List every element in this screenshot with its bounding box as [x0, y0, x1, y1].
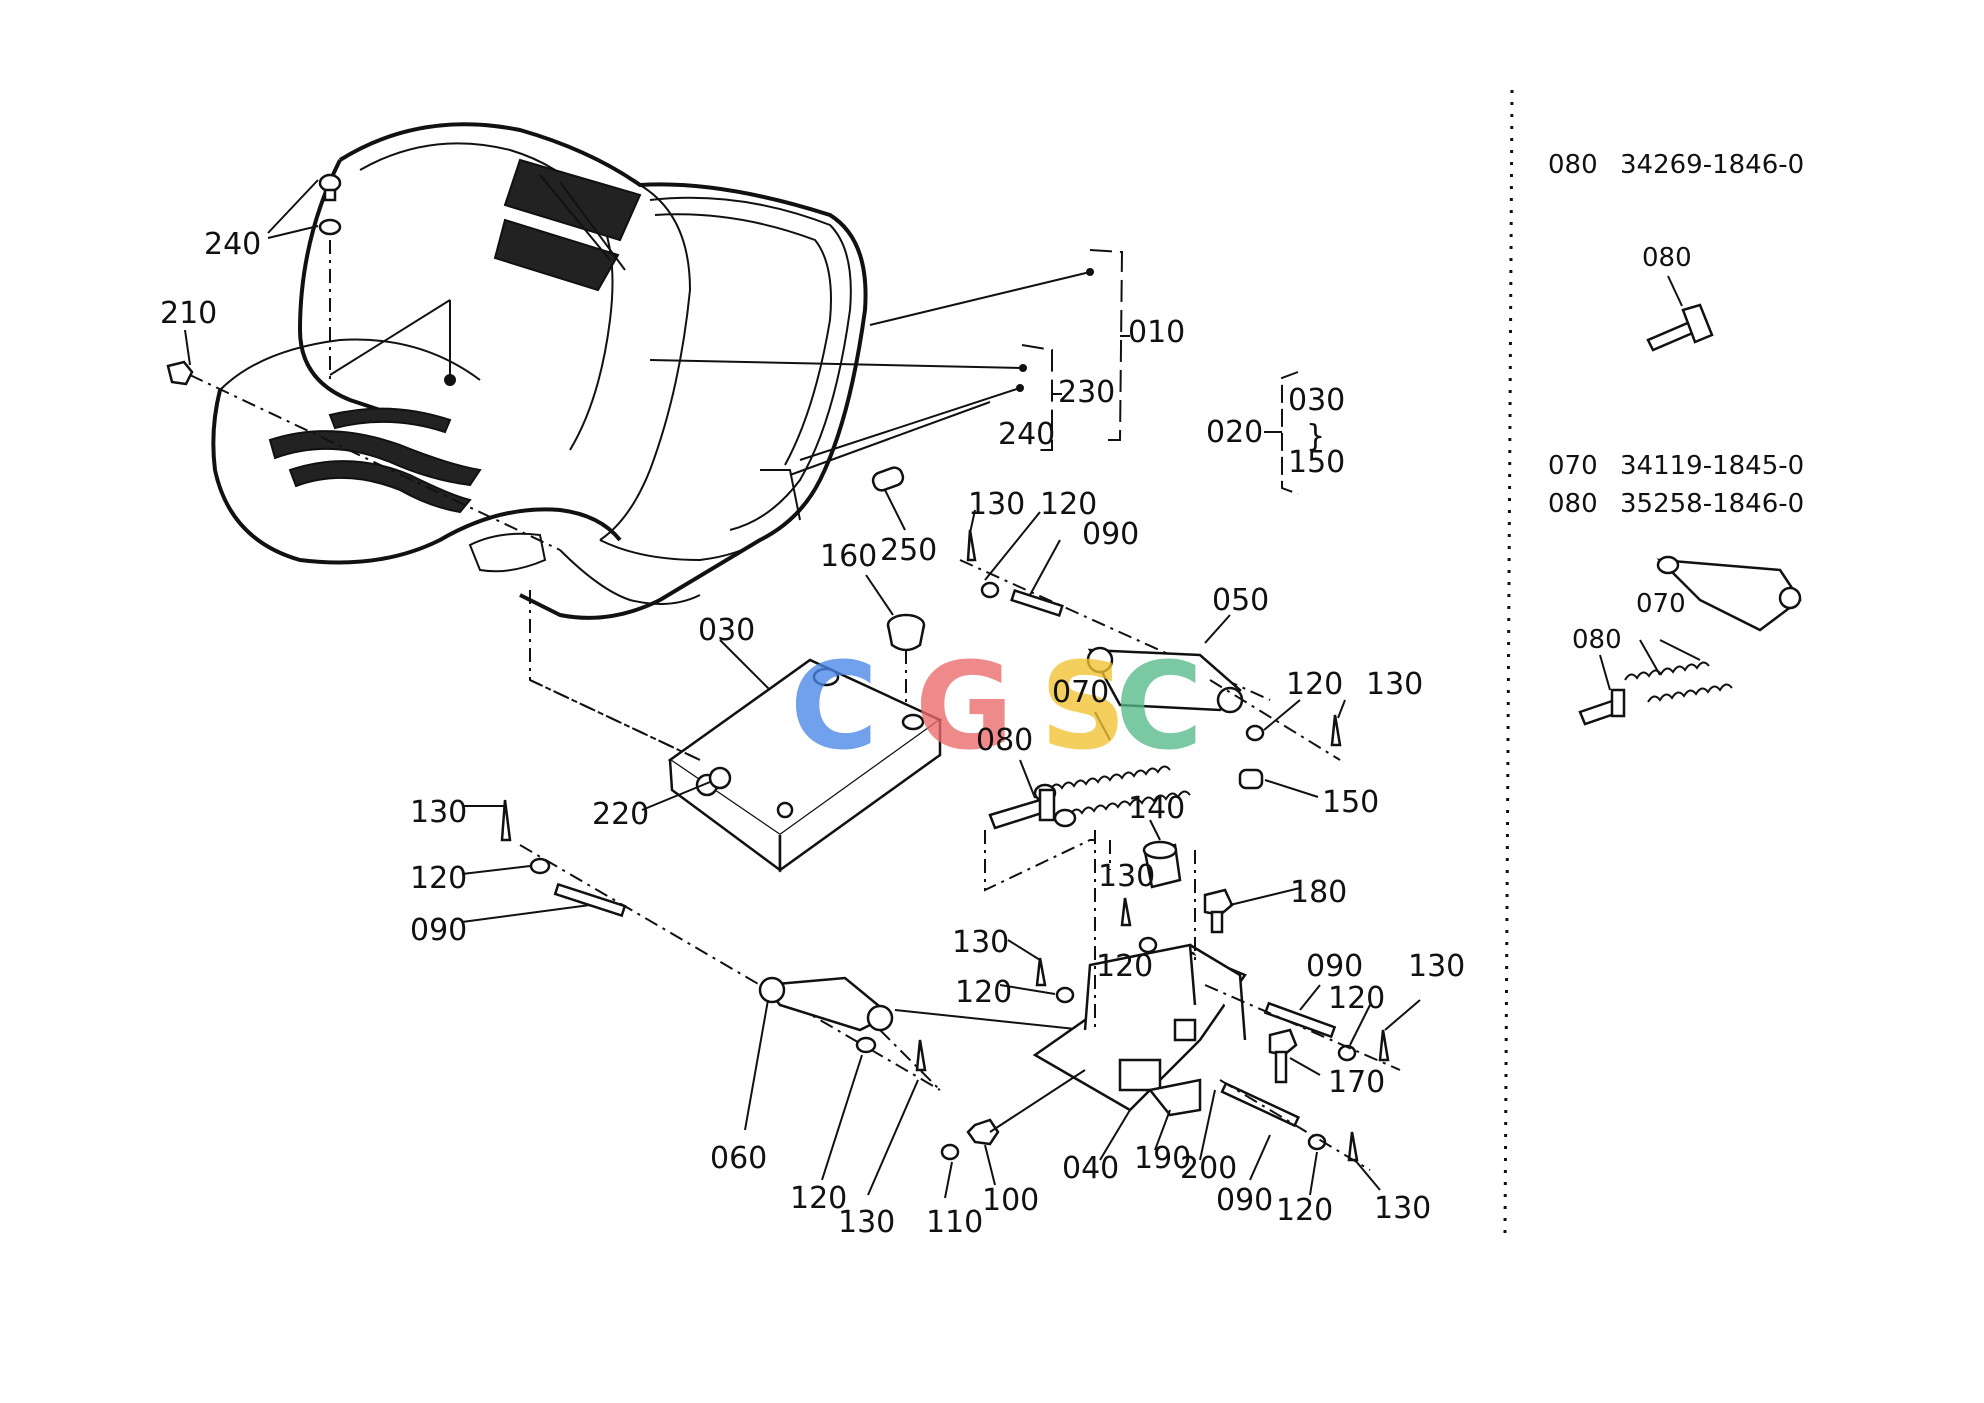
right-lower-shaft — [1204, 984, 1421, 1071]
part-210-bolt — [166, 329, 194, 386]
callout-180: 180 — [1290, 875, 1347, 910]
ref1-part-number: 34269-1846-0 — [1620, 150, 1804, 180]
panel-divider — [1503, 89, 1514, 1236]
callout-070: 070 — [1052, 675, 1109, 710]
callout-110: 110 — [926, 1205, 983, 1240]
callout-120: 120 — [1328, 981, 1385, 1016]
callout-130: 130 — [1098, 859, 1155, 894]
right-hardware — [1209, 679, 1346, 798]
ref2-item: 070 — [1548, 451, 1598, 481]
watermark-letter-2: G — [915, 638, 1014, 777]
callout-240: 240 — [998, 417, 1055, 452]
callout-030: 030 — [1288, 383, 1345, 418]
callout-170: 170 — [1328, 1065, 1385, 1100]
seat-leader-lines — [649, 249, 1130, 476]
part-250-stopper — [871, 466, 906, 531]
callout-090: 090 — [1216, 1183, 1273, 1218]
watermark-letter-3: S — [1040, 638, 1126, 777]
part-080-bolt — [984, 759, 1095, 892]
callout-120: 120 — [1276, 1193, 1333, 1228]
detail2-spring-bracket-illustration — [1578, 555, 1802, 726]
callout-080: 080 — [976, 723, 1033, 758]
ref3-item: 080 — [1548, 489, 1598, 519]
callout-130: 130 — [968, 487, 1025, 522]
callout-250: 250 — [880, 533, 937, 568]
part-240-cap — [267, 173, 342, 239]
callout-240: 240 — [204, 227, 261, 262]
callout-120: 120 — [1286, 667, 1343, 702]
detail2-label-080: 080 — [1572, 625, 1622, 655]
callout-labels: 240 210 010 230 240 020 030 150 250 130 … — [160, 227, 1465, 1240]
callout-020: 020 — [1206, 415, 1263, 450]
callout-190: 190 — [1134, 1141, 1191, 1176]
callout-100: 100 — [982, 1183, 1039, 1218]
callout-060: 060 — [710, 1141, 767, 1176]
callout-130: 130 — [1374, 1191, 1431, 1226]
callout-130: 130 — [838, 1205, 895, 1240]
detail1-label: 080 — [1642, 243, 1692, 273]
part-060-lower-arm — [744, 976, 1086, 1196]
part-040-base — [1032, 830, 1247, 1161]
callout-120: 120 — [955, 975, 1012, 1010]
callout-150: 150 — [1288, 445, 1345, 480]
ref1-item: 080 — [1548, 150, 1598, 180]
callout-150: 150 — [1322, 785, 1379, 820]
side-panel: 080 34269-1846-0 080 070 34119-1845-0 08… — [1548, 150, 1804, 726]
part-220-bushing — [641, 766, 732, 811]
callout-120: 120 — [790, 1181, 847, 1216]
callout-160: 160 — [820, 539, 877, 574]
callout-130: 130 — [1366, 667, 1423, 702]
callout-130: 130 — [1408, 949, 1465, 984]
part-140-bump-stop — [1142, 819, 1182, 889]
callout-120: 120 — [1096, 949, 1153, 984]
detail1-bolt-illustration — [1646, 275, 1714, 352]
callout-210: 210 — [160, 296, 217, 331]
callout-220: 220 — [592, 797, 649, 832]
watermark-letter-4: C — [1115, 638, 1203, 777]
detail2-label-070: 070 — [1636, 589, 1686, 619]
callout-140: 140 — [1128, 791, 1185, 826]
callout-090: 090 — [1306, 949, 1363, 984]
callout-090: 090 — [1082, 517, 1139, 552]
callout-120: 120 — [410, 861, 467, 896]
center-hardware — [999, 897, 1158, 1004]
callout-040: 040 — [1062, 1151, 1119, 1186]
seat-cushion — [189, 122, 868, 620]
watermark: C G S C — [790, 638, 1203, 777]
callout-200: 200 — [1180, 1151, 1237, 1186]
callout-120: 120 — [1040, 487, 1097, 522]
callout-030: 030 — [698, 613, 755, 648]
ref3-part-number: 35258-1846-0 — [1620, 489, 1804, 519]
cushion-chevrons — [268, 407, 482, 514]
ref2-part-number: 34119-1845-0 — [1620, 451, 1804, 481]
backrest-chevrons — [493, 158, 642, 292]
part-170-bolt — [1268, 1028, 1321, 1084]
part-050-upper-arm — [1086, 614, 1244, 714]
left-shaft-090 — [461, 799, 941, 1091]
part-160-knob — [865, 574, 926, 720]
group-020-bracket: } — [1264, 371, 1325, 495]
callout-010: 010 — [1128, 315, 1185, 350]
group-020-tilde: } — [1306, 419, 1325, 454]
callout-130: 130 — [952, 925, 1009, 960]
callout-130: 130 — [410, 795, 467, 830]
part-100-110-nuts — [940, 1069, 1086, 1199]
part-030-slide-plate — [529, 590, 943, 873]
callout-230: 230 — [1058, 375, 1115, 410]
bottom-shaft — [1219, 1079, 1381, 1196]
part-180-bolt — [1203, 887, 1301, 934]
callout-050: 050 — [1212, 583, 1269, 618]
callout-090: 090 — [410, 913, 467, 948]
watermark-letter-1: C — [790, 638, 878, 777]
